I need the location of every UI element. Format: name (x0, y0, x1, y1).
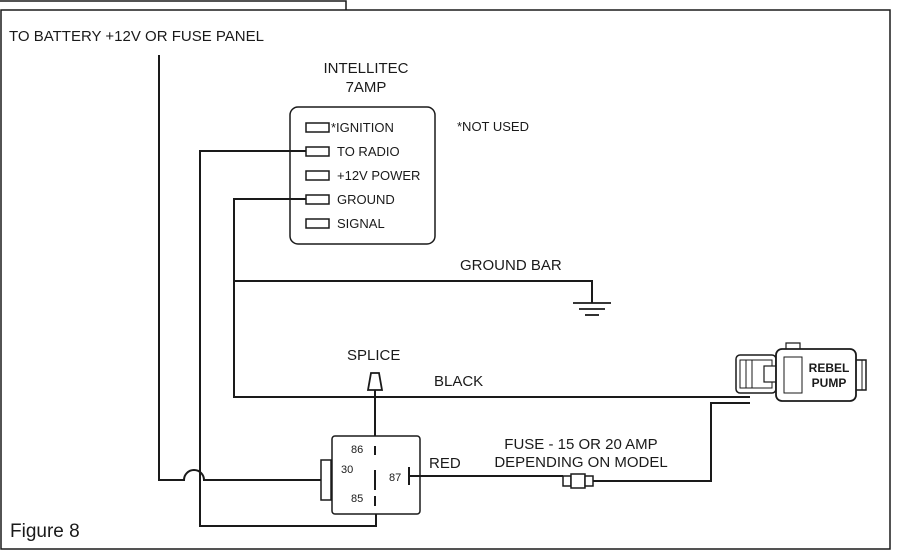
fuse-label-line2: DEPENDING ON MODEL (494, 454, 667, 471)
terminal-12v-power: +12V POWER (305, 168, 420, 183)
fuse (562, 473, 594, 489)
ground-bar-wire (234, 280, 593, 303)
ground-symbol (573, 302, 611, 316)
outer-frame (0, 9, 891, 550)
header-tab (0, 0, 347, 10)
relay-pin-86: 86 (351, 444, 363, 456)
pump-label-line1: REBEL (809, 361, 850, 375)
terminal-ignition: *IGNITION (305, 120, 394, 135)
relay: 86 30 87 85 (320, 435, 421, 515)
ground-black-wire (233, 198, 750, 398)
terminal-signal: SIGNAL (305, 216, 385, 231)
relay-pin-30: 30 (341, 464, 353, 476)
ground-bar-label: GROUND BAR (460, 257, 562, 274)
battery-wire (158, 55, 332, 481)
intellitec-module (289, 106, 436, 245)
radio-wire (199, 150, 377, 527)
terminal-label: +12V POWER (337, 168, 420, 183)
red-wire-label: RED (429, 455, 461, 472)
terminal-label: SIGNAL (337, 216, 385, 231)
terminal-label: TO RADIO (337, 144, 400, 159)
figure-caption: Figure 8 (10, 521, 80, 542)
fuse-label-line1: FUSE - 15 OR 20 AMP (504, 436, 657, 453)
terminal-label: *IGNITION (331, 120, 394, 135)
rebel-pump-image: REBEL PUMP (735, 342, 867, 402)
splice-label: SPLICE (347, 347, 400, 364)
terminal-label: GROUND (337, 192, 395, 207)
module-title: INTELLITEC (323, 60, 408, 77)
red-wire-right (593, 402, 750, 482)
black-wire-label: BLACK (434, 373, 483, 390)
not-used-note: *NOT USED (457, 119, 529, 134)
splice-connector (366, 372, 384, 391)
module-subtitle: 7AMP (346, 79, 387, 96)
pump-label-line2: PUMP (812, 376, 847, 390)
relay-pin-87: 87 (389, 472, 401, 484)
relay-pin-85: 85 (351, 493, 363, 505)
battery-source-label: TO BATTERY +12V OR FUSE PANEL (9, 28, 264, 45)
